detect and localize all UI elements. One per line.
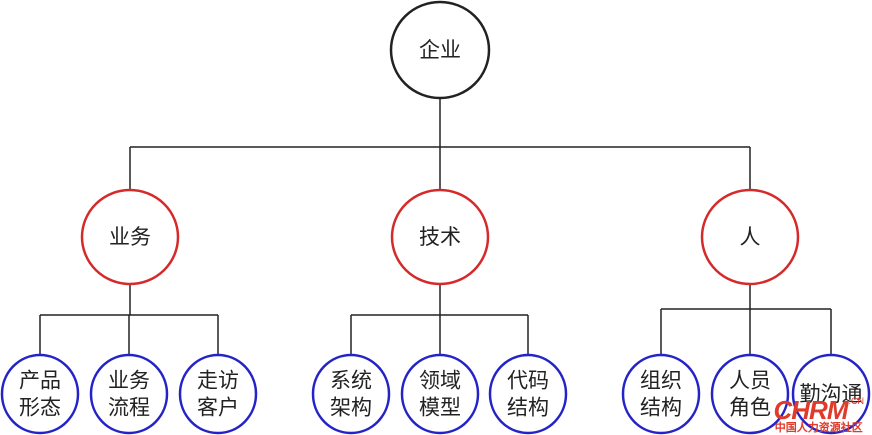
- leaf-node-3-1: 组织结构: [621, 353, 701, 435]
- root-node-circle: [389, 0, 491, 100]
- leaf-node-3-3: 勤沟通: [791, 353, 871, 435]
- leaf-node-1-3: 走访客户: [178, 353, 258, 435]
- branch-node-1-circle: [80, 188, 180, 286]
- root-node-label: 企业: [419, 38, 461, 62]
- leaf-node-2-3-circle: [488, 353, 568, 435]
- leaf-node-2-2-label: 领域模型: [419, 368, 461, 419]
- leaf-node-2-3: 代码结构: [488, 353, 568, 435]
- leaf-node-1-2-label: 业务流程: [108, 368, 150, 419]
- leaf-node-2-2-circle: [400, 353, 480, 435]
- leaf-node-3-2-circle: [710, 353, 790, 435]
- connector-lines: [39, 98, 832, 355]
- branch-node-3-circle: [700, 188, 800, 286]
- leaf-node-1-1-circle: [0, 353, 80, 435]
- branch-node-3: 人: [700, 188, 800, 286]
- leaf-node-3-1-label: 组织结构: [640, 368, 682, 419]
- branch-node-2-circle: [390, 188, 490, 286]
- leaf-node-3-2: 人员角色: [710, 353, 790, 435]
- watermark-brand: CHRM: [773, 395, 849, 425]
- branch-node-3-label: 人: [740, 225, 761, 249]
- watermark-suffix: .CN: [848, 396, 865, 406]
- leaf-node-2-3-label: 代码结构: [507, 368, 549, 419]
- branch-node-2-label: 技术: [419, 225, 461, 249]
- leaf-node-1-2-circle: [89, 353, 169, 435]
- branch-node-1-label: 业务: [109, 225, 151, 249]
- branch-node-2: 技术: [390, 188, 490, 286]
- leaf-node-2-1: 系统架构: [311, 353, 391, 435]
- leaf-node-3-3-circle: [791, 353, 871, 435]
- watermark-logo: CHRM.CN 中国人力资源社区: [773, 395, 865, 434]
- leaf-node-1-1: 产品形态: [0, 353, 80, 435]
- leaf-node-2-1-label: 系统架构: [330, 368, 372, 419]
- branch-node-1: 业务: [80, 188, 180, 286]
- leaf-node-2-1-circle: [311, 353, 391, 435]
- leaf-node-1-3-label: 走访客户: [197, 368, 239, 419]
- watermark-subtitle: 中国人力资源社区: [774, 421, 863, 434]
- leaf-node-1-2: 业务流程: [89, 353, 169, 435]
- leaf-node-2-2: 领域模型: [400, 353, 480, 435]
- leaf-node-1-1-label: 产品形态: [19, 368, 61, 419]
- leaf-node-3-2-label: 人员角色: [729, 368, 771, 419]
- leaf-node-3-3-label: 勤沟通: [800, 382, 863, 406]
- leaf-node-3-1-circle: [621, 353, 701, 435]
- leaf-node-1-3-circle: [178, 353, 258, 435]
- root-node: 企业: [389, 0, 491, 100]
